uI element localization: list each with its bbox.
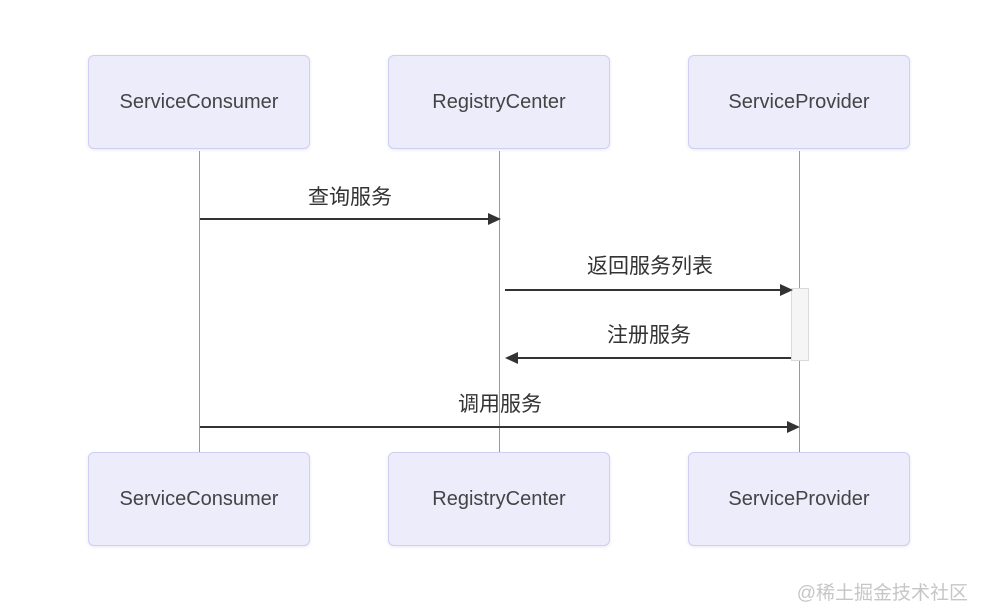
participant-label: ServiceProvider [728, 487, 870, 510]
participant-box-registrycenter-top: RegistryCenter [388, 55, 610, 149]
arrowhead-right-icon [488, 213, 501, 225]
message-label-call-service: 调用服务 [458, 393, 542, 416]
message-line [505, 289, 780, 291]
participant-label: RegistryCenter [432, 487, 566, 510]
participant-label: ServiceConsumer [119, 487, 279, 510]
activation-bar-serviceprovider [791, 288, 809, 361]
arrowhead-right-icon [787, 421, 800, 433]
participant-label: RegistryCenter [432, 90, 566, 113]
message-line [200, 218, 488, 220]
message-label-query-service: 查询服务 [308, 186, 392, 209]
participant-box-registrycenter-bottom: RegistryCenter [388, 452, 610, 546]
lifeline-registrycenter [499, 151, 500, 452]
participant-label: ServiceProvider [728, 90, 870, 113]
participant-box-serviceprovider-bottom: ServiceProvider [688, 452, 910, 546]
lifeline-serviceconsumer [199, 151, 200, 452]
participant-label: ServiceConsumer [119, 90, 279, 113]
participant-box-serviceprovider-top: ServiceProvider [688, 55, 910, 149]
message-line [200, 426, 787, 428]
message-line [518, 357, 791, 359]
watermark: @稀土掘金技术社区 [796, 583, 968, 604]
participant-box-serviceconsumer-bottom: ServiceConsumer [88, 452, 310, 546]
arrowhead-right-icon [780, 284, 793, 296]
message-label-register-service: 注册服务 [607, 324, 691, 347]
participant-box-serviceconsumer-top: ServiceConsumer [88, 55, 310, 149]
arrowhead-left-icon [505, 352, 518, 364]
message-label-return-service-list: 返回服务列表 [587, 255, 713, 278]
